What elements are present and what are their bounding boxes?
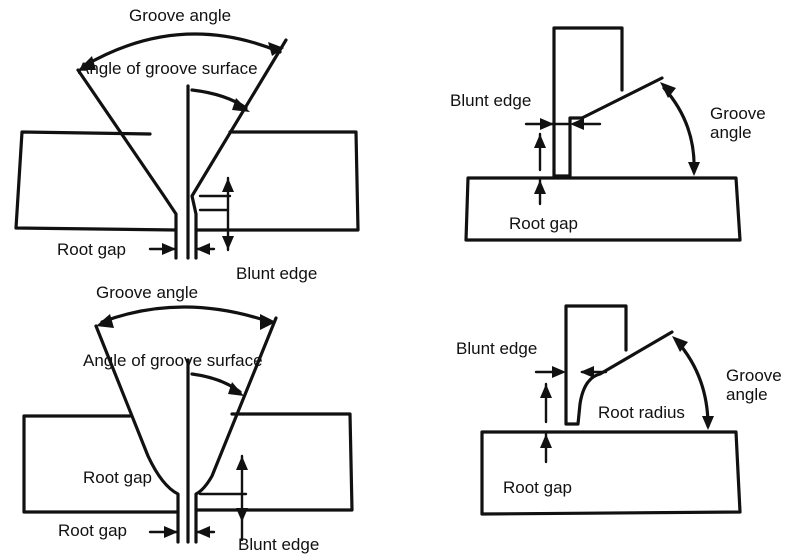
groove-arc-arrow-right <box>260 314 276 330</box>
label-angle-of-groove-surface-top-left: Angle of groove surface <box>78 59 258 78</box>
groove-arc-arrow-top <box>660 82 676 98</box>
upright-plate <box>564 304 674 426</box>
groove-arc-arrow-right <box>268 42 284 56</box>
blunt-arrow-right <box>570 118 584 130</box>
blunt-arrow-up <box>540 384 552 398</box>
root-gap-arrow-right <box>196 243 210 255</box>
panel-j-groove-bottom <box>480 304 742 516</box>
root-gap-arrow-left <box>164 526 178 538</box>
groove-arc-arrow-top <box>672 336 688 352</box>
groove-arc-arrow-left <box>78 56 96 70</box>
label-angle-of-groove-surface-bottom-left: Angle of groove surface <box>83 351 263 370</box>
groove-angle-arc <box>662 86 696 174</box>
groove-arc-arrow-left <box>96 314 114 328</box>
label-blunt-edge-top-left: Blunt edge <box>236 264 318 283</box>
surface-arc-arrow <box>228 382 244 396</box>
right-plate <box>194 412 354 512</box>
panel-single-bevel-top <box>464 26 742 242</box>
blunt-arrow-down <box>222 236 234 250</box>
label-root-gap-upper-bottom-left: Root gap <box>83 468 152 487</box>
right-plate <box>194 130 360 232</box>
label-root-gap-top-right: Root gap <box>508 214 579 233</box>
root-gap-arrow-left <box>162 243 176 255</box>
label-groove-top-right: Groove <box>710 104 766 123</box>
left-groove-face <box>76 68 178 260</box>
root-gap-arrow-right <box>196 526 210 538</box>
blunt-arrow-up <box>236 456 248 470</box>
label-root-radius-bottom-right: Root radius <box>598 403 685 422</box>
root-gap-arrow <box>534 180 546 194</box>
label-blunt-edge-top-right: Blunt edge <box>450 91 532 110</box>
label-root-gap-lower-bottom-left: Root gap <box>57 521 128 540</box>
blunt-arrow-down <box>236 508 248 522</box>
base-plate <box>480 430 742 516</box>
panel-double-u-groove-bottom <box>22 305 354 544</box>
root-gap-arrow <box>540 434 552 448</box>
blunt-arrow-right <box>580 366 594 378</box>
right-groove-face <box>194 316 278 544</box>
label-blunt-edge-bottom-left: Blunt edge <box>238 535 320 554</box>
label-groove-angle-bottom-left: Groove angle <box>96 283 199 302</box>
label-angle-bottom-right: angle <box>726 385 768 404</box>
surface-arc-arrow <box>232 98 250 112</box>
groove-angle-arc <box>100 305 272 324</box>
label-groove-bottom-right: Groove <box>726 366 782 385</box>
panel-double-v-groove-top <box>14 32 360 260</box>
left-groove-face <box>94 324 180 544</box>
groove-arc-arrow-bottom <box>688 162 700 176</box>
blunt-arrow-up <box>222 178 234 192</box>
left-plate <box>14 130 178 232</box>
label-groove-angle-top-left: Groove angle <box>129 6 232 25</box>
right-groove-face <box>190 38 288 260</box>
left-plate <box>22 414 180 514</box>
label-root-gap-bottom-right: Root gap <box>502 478 573 497</box>
groove-arc-arrow-bottom <box>702 416 714 430</box>
label-blunt-edge-bottom-right: Blunt edge <box>456 339 538 358</box>
base-plate <box>464 176 742 242</box>
groove-angle-arc <box>82 32 282 68</box>
blunt-arrow-left <box>552 366 566 378</box>
label-root-gap-top-left: Root gap <box>56 240 127 259</box>
blunt-arrow-left <box>540 118 554 130</box>
blunt-arrow-up <box>534 134 546 148</box>
upright-plate <box>552 26 664 178</box>
label-angle-top-right: angle <box>710 123 752 142</box>
